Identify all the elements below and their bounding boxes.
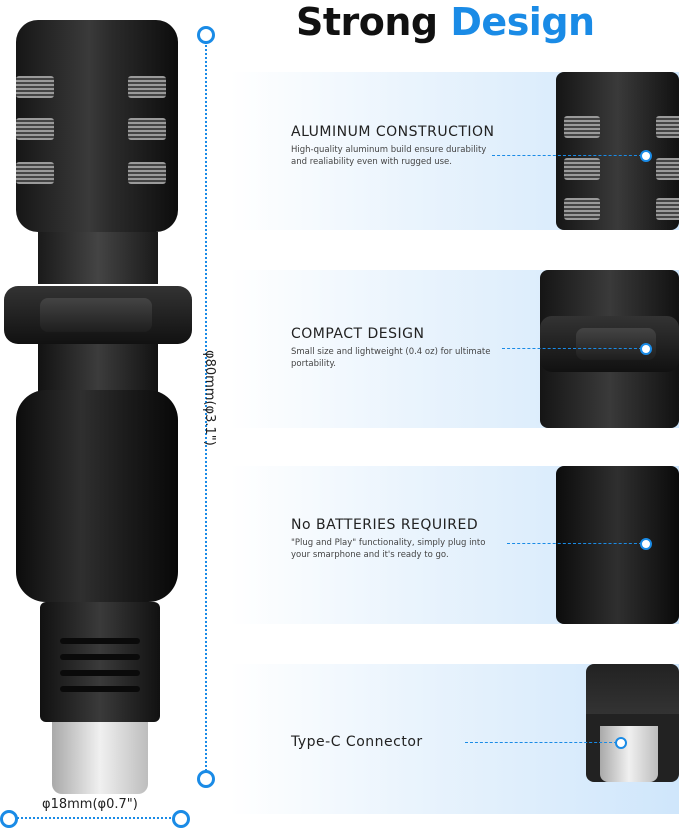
height-dimension-label: φ80mm(φ3.1"): [202, 350, 217, 446]
feature-description: Small size and lightweight (0.4 oz) for …: [291, 347, 491, 369]
feature-panel-batteries: No BATTERIES REQUIRED "Plug and Play" fu…: [230, 466, 679, 624]
mesh-grille: [128, 162, 166, 184]
width-dimension-line: [10, 817, 182, 819]
feature-panel-compact: COMPACT DESIGN Small size and lightweigh…: [230, 270, 679, 428]
mesh-grille: [564, 198, 600, 220]
mic-joint: [16, 390, 178, 602]
detail-image-mesh: [556, 72, 679, 230]
feature-description: "Plug and Play" functionality, simply pl…: [291, 538, 486, 560]
feature-title: ALUMINUM CONSTRUCTION: [291, 124, 495, 140]
feature-title: COMPACT DESIGN: [291, 326, 425, 342]
plug-groove: [60, 670, 140, 676]
mic-head: [16, 20, 178, 232]
mic-plug-housing: [40, 602, 160, 722]
mic-neck: [38, 232, 158, 284]
mesh-grille: [564, 158, 600, 180]
usb-c-plug-detail: [600, 726, 658, 782]
dimension-dot-icon: [0, 810, 18, 828]
mesh-grille: [16, 118, 54, 140]
mesh-grille: [656, 198, 679, 220]
feature-pointer-line: [502, 348, 642, 349]
detail-image-usbc: [586, 664, 679, 782]
title-word-design: Design: [450, 0, 595, 44]
height-dimension-line: [205, 42, 207, 778]
feature-title: Type-C Connector: [291, 734, 423, 750]
feature-title: No BATTERIES REQUIRED: [291, 517, 479, 533]
detail-image-joint: [556, 466, 679, 624]
plug-groove: [60, 638, 140, 644]
mesh-grille: [656, 116, 679, 138]
feature-pointer-line: [507, 543, 642, 544]
feature-pointer-line: [465, 742, 617, 743]
mic-ring-inner: [40, 298, 152, 332]
mesh-grille: [16, 76, 54, 98]
plug-groove: [60, 654, 140, 660]
mesh-grille: [128, 118, 166, 140]
pointer-dot-icon: [640, 343, 652, 355]
pointer-dot-icon: [640, 538, 652, 550]
mesh-grille: [128, 76, 166, 98]
mesh-grille: [564, 116, 600, 138]
pointer-dot-icon: [640, 150, 652, 162]
dimension-dot-icon: [197, 26, 215, 44]
page-title: Strong Design: [296, 0, 595, 44]
usb-c-plug: [52, 722, 148, 794]
detail-image-ring: [540, 270, 679, 428]
title-word-strong: Strong: [296, 0, 438, 44]
feature-panel-aluminum: ALUMINUM CONSTRUCTION High-quality alumi…: [230, 72, 679, 230]
mesh-grille: [656, 158, 679, 180]
feature-description: High-quality aluminum build ensure durab…: [291, 145, 487, 167]
dimension-dot-icon: [197, 770, 215, 788]
feature-pointer-line: [492, 155, 642, 156]
pointer-dot-icon: [615, 737, 627, 749]
plug-groove: [60, 686, 140, 692]
dimension-dot-icon: [172, 810, 190, 828]
mesh-grille: [16, 162, 54, 184]
width-dimension-label: φ18mm(φ0.7"): [42, 797, 138, 812]
feature-panel-typec: Type-C Connector: [230, 664, 679, 814]
